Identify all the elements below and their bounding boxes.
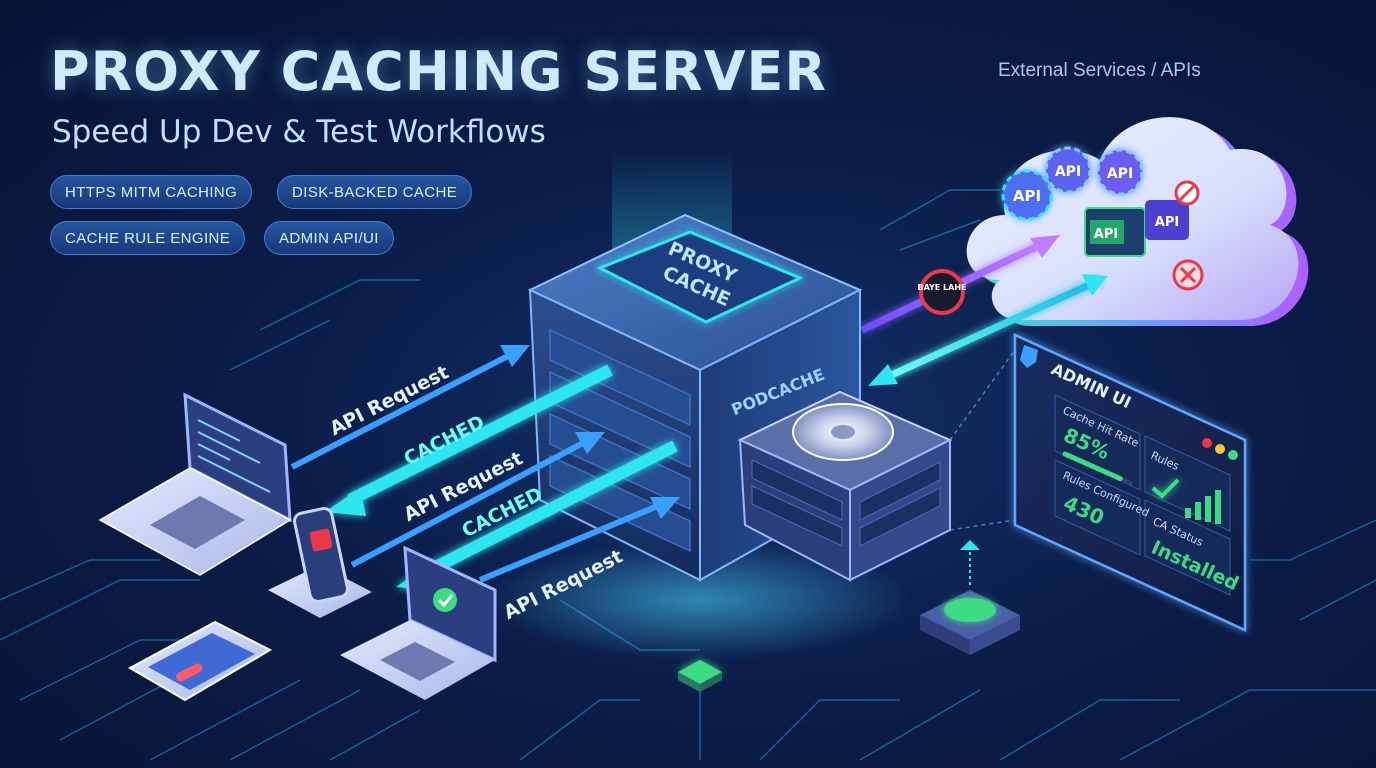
feature-chip-rule-engine: CACHE RULE ENGINE [50,221,246,255]
flow-label-api-request: API Request [326,361,452,440]
cached-response-arrow [325,364,613,516]
warning-sign: BAYE LAHE [917,269,967,315]
phone-client [268,507,372,618]
api-badge-label: API [1094,227,1118,242]
hit-rate-bar [1062,451,1123,482]
downstream-arrow-head [868,364,898,386]
api-request-arrow [478,497,680,583]
page-subtitle: Speed Up Dev & Test Workflows [52,114,546,150]
disk-icon [792,403,894,461]
downstream-arrow [883,276,1102,382]
api-tile-icon: API [1145,200,1189,240]
window-controls [1202,438,1238,460]
api-badge-label: API [1155,215,1179,230]
api-request-arrow [290,345,530,470]
admin-progress-track [1062,451,1133,486]
api-request-arrow [350,432,605,568]
admin-connector [949,349,1016,531]
rules-check-icon [1151,478,1180,499]
cube-base-glow [490,540,910,660]
api-gear-icon: API [1096,148,1144,196]
warning-sign-text: BAYE LAHE [917,283,966,292]
laptop-client [340,545,497,700]
api-badge-label: API [1055,164,1081,180]
signal-bars-icon [1185,490,1221,524]
feature-chip-admin-api: ADMIN API/UI [264,221,394,255]
api-badge-label: API [1013,187,1041,205]
api-window-icon: API [1084,207,1146,257]
network-node [678,660,722,692]
external-services-label: External Services / APIs [998,60,1201,81]
page-title: PROXY CACHING SERVER [50,40,827,103]
admin-shield-icon [1020,345,1038,368]
error-icon [1172,259,1204,291]
agent-node [920,540,1020,655]
blocked-icon [1174,180,1200,206]
api-gear-icon: API [1001,169,1053,221]
circuit-traces [0,189,1376,761]
api-badge-label: API [1107,166,1133,182]
api-gear-icon: API [1044,146,1092,194]
cloud-arrow-head [1082,274,1108,296]
laptop-client [98,392,292,576]
upstream-arrow-head [1030,235,1060,258]
tablet-client [127,620,273,702]
feature-chip-https-mitm: HTTPS MITM CACHING [50,175,253,209]
feature-chip-disk-cache: DISK-BACKED CACHE [277,175,473,209]
